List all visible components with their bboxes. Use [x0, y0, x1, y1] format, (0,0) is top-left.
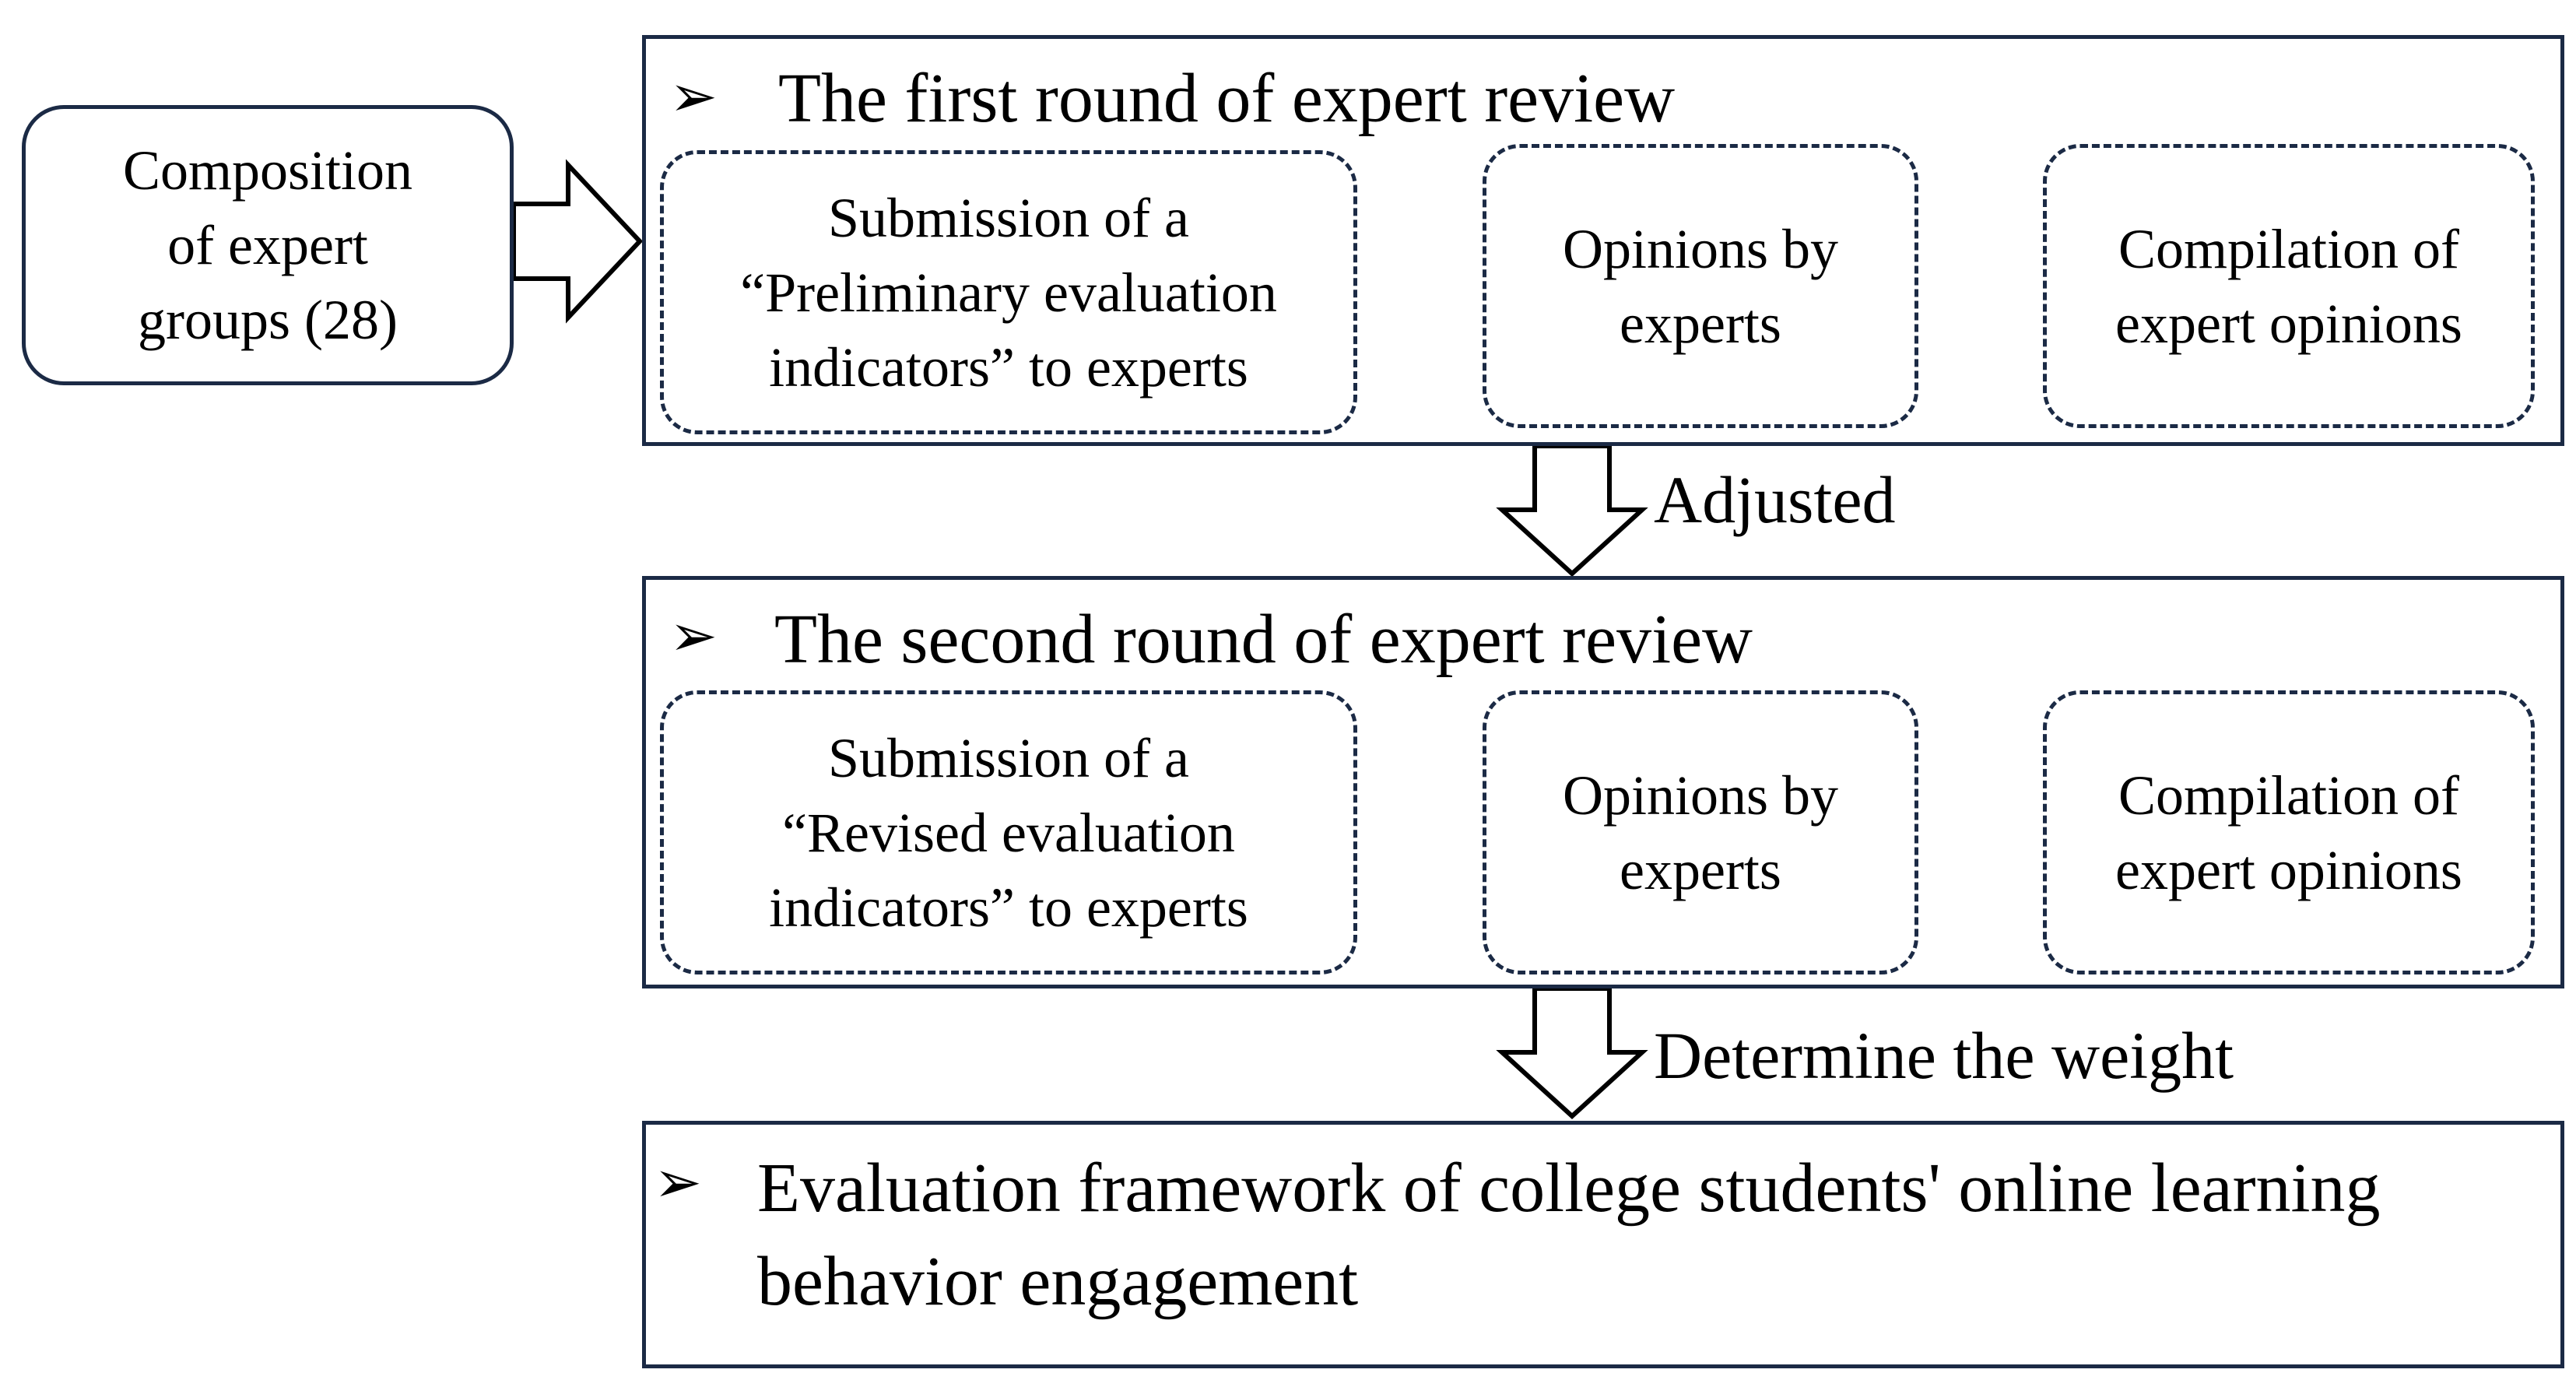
hollow-right-arrow	[511, 159, 644, 324]
round2-step-opinions: Opinions by experts	[1483, 690, 1918, 974]
round2-step-submission-text: Submission of a “Revised evaluation indi…	[769, 726, 1248, 939]
round1-title: The first round of expert review	[778, 60, 1676, 137]
round1-step-compilation-text: Compilation of expert opinions	[2115, 217, 2462, 355]
round1-step-submission-text: Submission of a “Preliminary evaluation …	[740, 186, 1277, 399]
round1-step-compilation: Compilation of expert opinions	[2043, 144, 2535, 428]
round1-bullet-icon: ➢	[669, 65, 718, 129]
result-bullet-icon: ➢	[654, 1151, 703, 1215]
round1-step-opinions: Opinions by experts	[1483, 144, 1918, 428]
hollow-down-arrow-2	[1496, 986, 1648, 1120]
transition-adjusted-label: Adjusted	[1654, 462, 1896, 537]
expert-group-box: Composition of expert groups (28)	[22, 105, 514, 385]
expert-group-text: Composition of expert groups (28)	[122, 139, 413, 351]
round2-step-compilation-text: Compilation of expert opinions	[2115, 764, 2462, 901]
round2-step-compilation: Compilation of expert opinions	[2043, 690, 2535, 974]
result-text: Evaluation framework of college students…	[757, 1150, 2381, 1320]
round2-step-submission: Submission of a “Revised evaluation indi…	[660, 690, 1357, 974]
hollow-down-arrow-1	[1496, 444, 1648, 578]
round2-step-opinions-text: Opinions by experts	[1562, 764, 1839, 901]
round1-step-opinions-text: Opinions by experts	[1562, 217, 1839, 355]
round1-step-submission: Submission of a “Preliminary evaluation …	[660, 150, 1357, 434]
round2-title: The second round of expert review	[774, 601, 1753, 678]
transition-weight-label: Determine the weight	[1654, 1018, 2234, 1093]
round2-bullet-icon: ➢	[669, 605, 718, 669]
result-panel: ➢ Evaluation framework of college studen…	[642, 1121, 2564, 1368]
